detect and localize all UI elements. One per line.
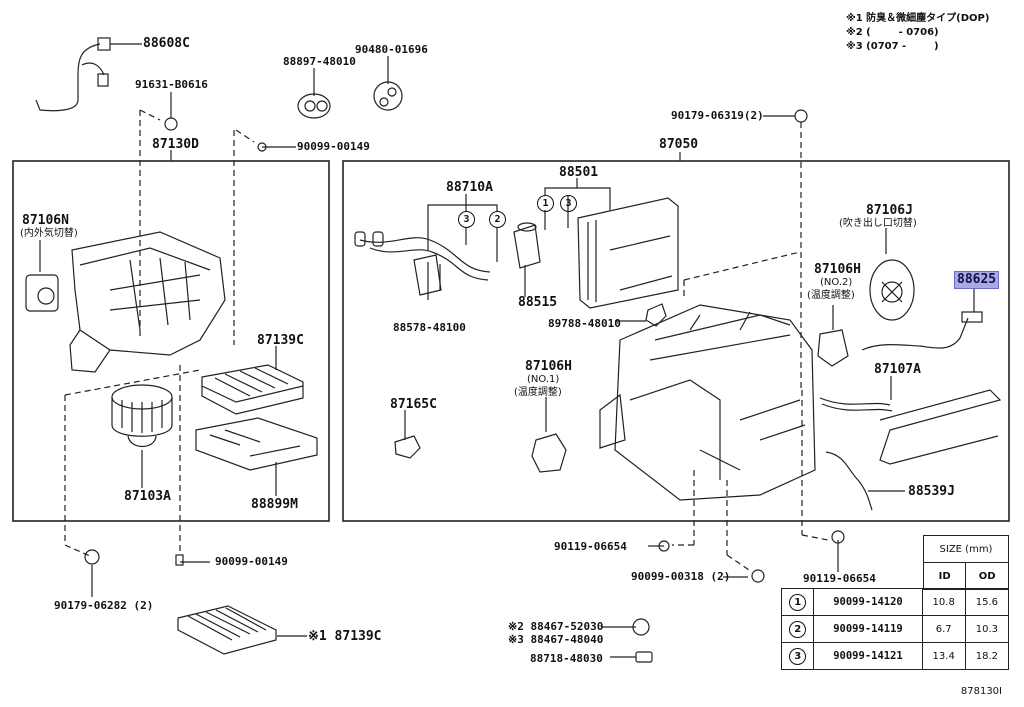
oring-od: 10.3 — [964, 615, 1010, 643]
part-label-87103A[interactable]: 87103A — [124, 489, 171, 504]
expansion-valve-shape — [513, 224, 541, 269]
part-label-90099-00149-bottom[interactable]: 90099-00149 — [215, 555, 288, 568]
part-label-87106H-no2[interactable]: 87106H — [814, 262, 861, 277]
oring-od: 18.2 — [964, 642, 1010, 670]
filter-case-88899m-shape — [195, 417, 318, 471]
oring-callout-1: 1 — [537, 195, 554, 212]
heater-core-87107a-shape — [879, 389, 1002, 465]
oring-callout-3: 3 — [458, 211, 475, 228]
oring-mark: 3 — [789, 647, 807, 665]
size-col-od: OD — [965, 562, 1009, 590]
notes-legend: ※1 防臭＆微細塵タイプ(DOP) ※2 ( - 0706) ※3 (0707 … — [846, 12, 989, 54]
part-sublabel-87106H-no1-num: (NO.1) — [527, 374, 560, 385]
note-3: ※3 (0707 - ) — [846, 41, 939, 52]
part-label-88899M[interactable]: 88899M — [251, 497, 298, 512]
part-label-88501[interactable]: 88501 — [559, 165, 599, 180]
part-label-88467-48040[interactable]: ※3 88467-48040 — [508, 633, 604, 646]
oring-callout-2: 2 — [489, 211, 506, 228]
part-label-90179-06282[interactable]: 90179-06282 (2) — [54, 599, 154, 612]
size-col-id: ID — [922, 562, 967, 590]
grommet-88897-shape — [297, 93, 331, 119]
part-label-88718-48030[interactable]: 88718-48030 — [530, 652, 603, 665]
figure-id: 878130I — [960, 686, 1002, 697]
servo-87106j-shape — [869, 259, 915, 321]
part-label-88515[interactable]: 88515 — [518, 295, 558, 310]
oring-part-number[interactable]: 90099-14120 — [813, 588, 923, 616]
part-label-88467-52030[interactable]: ※2 88467-52030 — [508, 620, 604, 633]
part-label-88897-48010[interactable]: 88897-48010 — [283, 55, 356, 68]
part-label-88539J[interactable]: 88539J — [908, 484, 955, 499]
part-label-90119-06654-left[interactable]: 90119-06654 — [554, 540, 627, 553]
hose-88539j-shape — [825, 451, 873, 511]
part-label-87106J[interactable]: 87106J — [866, 203, 913, 218]
part-label-88710A[interactable]: 88710A — [446, 180, 493, 195]
oring-id: 13.4 — [921, 642, 966, 670]
part-label-90179-06319[interactable]: 90179-06319(2) — [671, 109, 764, 122]
oring-callout-3b: 3 — [560, 195, 577, 212]
part-label-87106H-no1[interactable]: 87106H — [525, 359, 572, 374]
part-label-88608C[interactable]: 88608C — [143, 36, 190, 51]
size-table-header: SIZE (mm) ID OD — [922, 535, 1009, 590]
size-table-row: 3 90099-14121 13.4 18.2 — [780, 642, 1010, 670]
size-table: 1 90099-14120 10.8 15.6 2 90099-14119 6.… — [780, 588, 1010, 670]
part-label-89788-48010[interactable]: 89788-48010 — [548, 317, 621, 330]
sensor-87165c-shape — [394, 435, 421, 459]
oring-od: 15.6 — [964, 588, 1010, 616]
evaporator-88501-shape — [577, 197, 679, 309]
filter-alt-87139c-shape — [177, 605, 277, 655]
oring-mark: 2 — [789, 620, 807, 638]
part-label-87139C[interactable]: 87139C — [257, 333, 304, 348]
part-label-87165C[interactable]: 87165C — [390, 397, 437, 412]
oring-part-number[interactable]: 90099-14121 — [813, 642, 923, 670]
harness-88625-shape — [861, 317, 969, 351]
part-sublabel-87106H-no2-desc: (温度調整) — [807, 290, 855, 301]
servo-87106n-shape — [25, 274, 59, 312]
oring-id: 10.8 — [921, 588, 966, 616]
heater-unit-87050-shape — [614, 304, 816, 501]
part-sublabel-87106N: (内外気切替) — [20, 228, 78, 239]
part-label-91631-B0616[interactable]: 91631-B0616 — [135, 78, 208, 91]
blower-case-shape — [71, 231, 226, 356]
part-label-88625-highlighted[interactable]: 88625 — [954, 271, 1000, 289]
servo-87106h1-shape — [531, 433, 567, 473]
part-label-87139C-deodorizing[interactable]: ※1 87139C — [308, 629, 382, 644]
part-label-87106N[interactable]: 87106N — [22, 213, 69, 228]
part-label-88578-48100[interactable]: 88578-48100 — [393, 321, 466, 334]
part-sublabel-87106H-no2-num: (NO.2) — [820, 277, 853, 288]
pad-88578-shape — [413, 254, 442, 296]
oring-id: 6.7 — [921, 615, 966, 643]
pipe-88710a-shape — [359, 237, 491, 273]
part-label-87107A[interactable]: 87107A — [874, 362, 921, 377]
oring-part-number[interactable]: 90099-14119 — [813, 615, 923, 643]
part-sublabel-87106H-no1-desc: (温度調整) — [514, 387, 562, 398]
part-label-90099-00318[interactable]: 90099-00318 (2) — [631, 570, 731, 583]
part-label-87130D[interactable]: 87130D — [152, 137, 199, 152]
filter-87139c-shape — [201, 364, 304, 415]
size-table-row: 1 90099-14120 10.8 15.6 — [780, 588, 1010, 616]
part-label-90480-01696[interactable]: 90480-01696 — [355, 43, 428, 56]
size-table-title: SIZE (mm) — [923, 535, 1009, 563]
servo-87106h2-shape — [817, 329, 849, 367]
note-2: ※2 ( - 0706) — [846, 27, 939, 38]
oring-mark: 1 — [789, 593, 807, 611]
note-1: ※1 防臭＆微細塵タイプ(DOP) — [846, 13, 990, 24]
grommet-90480-shape — [373, 81, 403, 111]
heater-unit-group-box — [342, 160, 1010, 522]
part-label-90099-00149-top[interactable]: 90099-00149 — [297, 140, 370, 153]
part-label-87050[interactable]: 87050 — [659, 137, 699, 152]
part-label-90119-06654-right[interactable]: 90119-06654 — [803, 572, 876, 585]
harness-88608c-shape — [35, 43, 101, 112]
part-sublabel-87106J: (吹き出し口切替) — [839, 218, 917, 229]
size-table-row: 2 90099-14119 6.7 10.3 — [780, 615, 1010, 643]
